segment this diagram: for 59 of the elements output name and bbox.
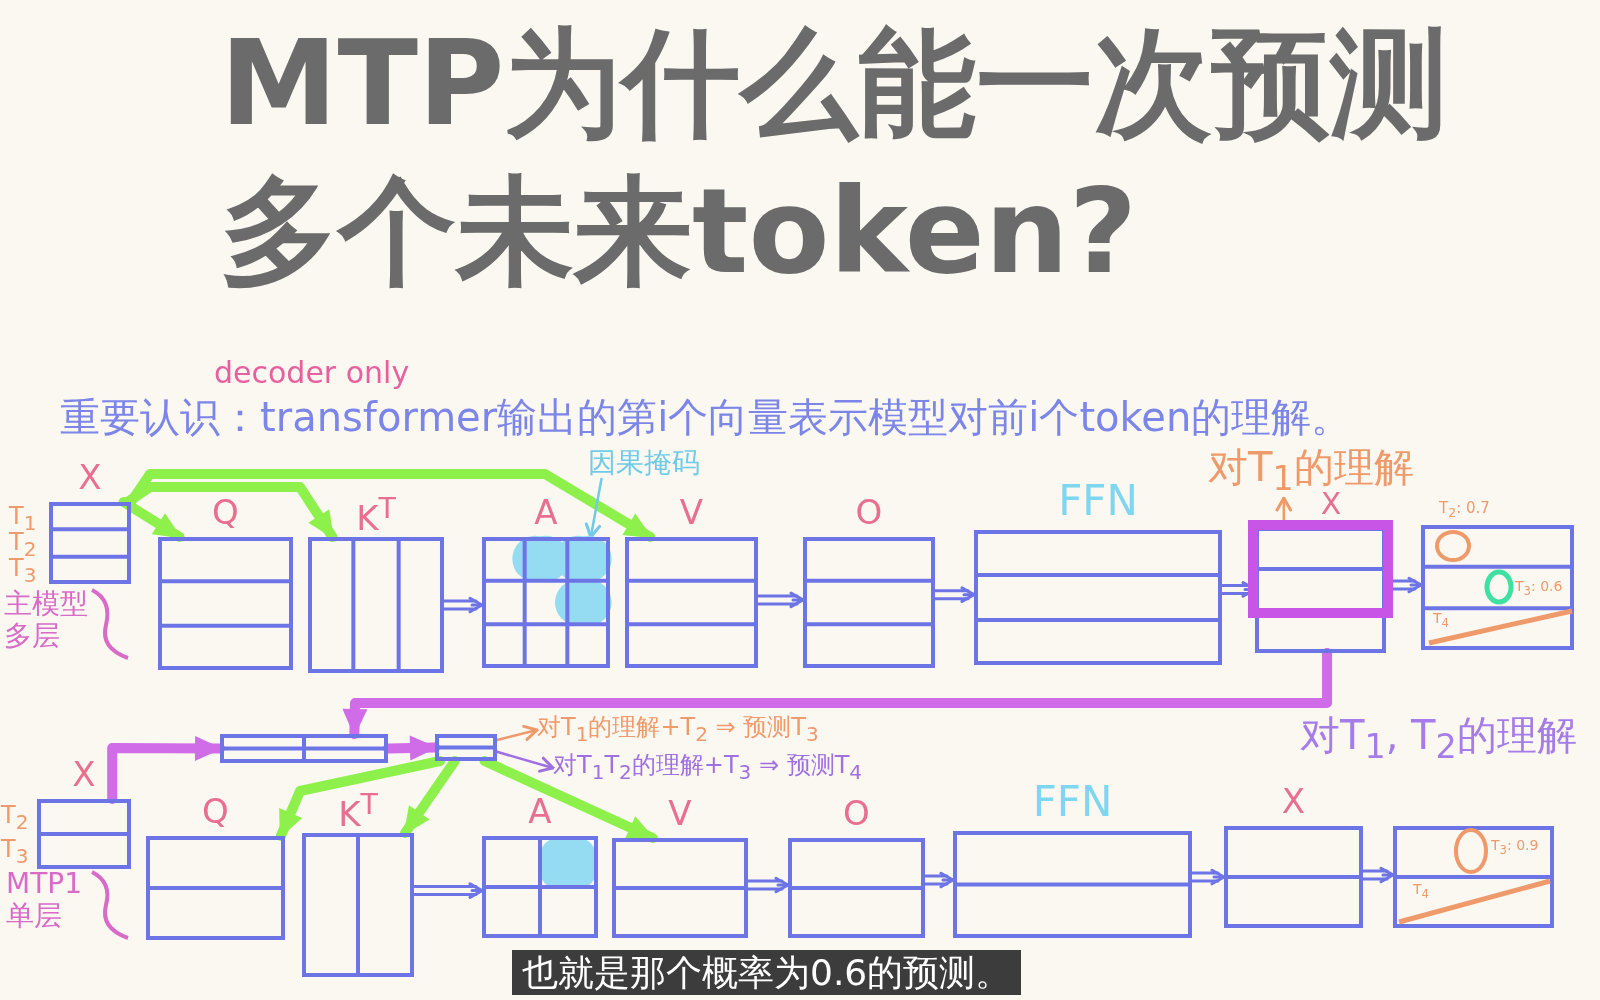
matrix-label: FFN (1058, 480, 1138, 522)
row-label: T$_{2}$ (1, 803, 29, 832)
arrow (275, 756, 445, 841)
probability-label: T$_{4}$ (1413, 882, 1429, 901)
probability-label: T$_{3}$: 0.9 (1491, 838, 1539, 857)
row-label: T$_{3}$ (9, 556, 37, 585)
vector-bar (220, 734, 388, 763)
arrow (342, 648, 1333, 739)
matrix-label: FFN (1032, 781, 1113, 823)
matrix-label: X (78, 460, 102, 494)
matrix-label: A (534, 495, 558, 529)
arrow (126, 469, 656, 542)
annotation-text: 对T$_{1}$, T$_{2}$的理解 (1300, 712, 1577, 767)
arrow (495, 750, 555, 773)
arrow (746, 876, 790, 894)
arrow (923, 871, 955, 889)
probability-label: T$_{3}$: 0.6 (1515, 579, 1563, 598)
row-label: T$_{2}$: 0.7 (1439, 501, 1490, 520)
arrow (442, 596, 484, 614)
arrow (107, 735, 225, 804)
row-label: T$_{2}$ (9, 530, 37, 559)
matrix-label: K$^{T}$ (338, 791, 378, 832)
key-point-text: 重要认识：transformer输出的第i个向量表示模型对前i个token的理解。 (60, 394, 1352, 440)
matrix-label: X (72, 757, 96, 791)
matrix-label: X (1320, 489, 1342, 519)
matrix-label: X (1281, 784, 1306, 818)
subtitle-caption: 也就是那个概率为0.6的预测。 (512, 950, 1022, 996)
arrow (400, 756, 460, 838)
annotation-text: 对T$_{1}$的理解+T$_{2}$ ⇒ 预测T$_{3}$ (537, 714, 819, 746)
handwritten-note: decoder only (214, 356, 410, 391)
arrow (1361, 866, 1395, 884)
row-label: T$_{1}$ (9, 504, 37, 533)
matrix-label: O (855, 495, 883, 529)
probability-label: T$_{4}$ (1433, 611, 1449, 630)
annotation-text: 因果掩码 (588, 447, 700, 480)
vector-bar (435, 734, 497, 761)
matrix-label: V (679, 495, 704, 529)
arrow (584, 477, 603, 539)
matrix-label: K$^{T}$ (356, 495, 396, 536)
annotation-text: 对T$_{1}$T$_{2}$的理解+T$_{3}$ ⇒ 预测T$_{4}$ (553, 752, 863, 784)
arrow (412, 882, 484, 899)
matrix-label: A (528, 794, 552, 828)
arrow (1190, 868, 1226, 886)
arrow (118, 497, 185, 542)
matrix-label: Q (202, 794, 229, 828)
layer-label: 主模型多层 (4, 588, 89, 653)
arrow (479, 756, 658, 843)
matrix-box (1393, 826, 1554, 928)
arrow (495, 724, 539, 742)
matrix-label: O (843, 796, 870, 830)
title: MTP为什么能一次预测多个未来token? (220, 13, 1450, 302)
arrow (122, 482, 338, 542)
arrow (383, 735, 440, 761)
layer-label: MTP1单层 (6, 868, 83, 933)
row-label: T$_{3}$ (1, 837, 29, 866)
matrix-label: Q (212, 495, 239, 529)
arrow (933, 586, 976, 603)
matrix-label: V (668, 796, 692, 830)
arrow (756, 591, 805, 609)
